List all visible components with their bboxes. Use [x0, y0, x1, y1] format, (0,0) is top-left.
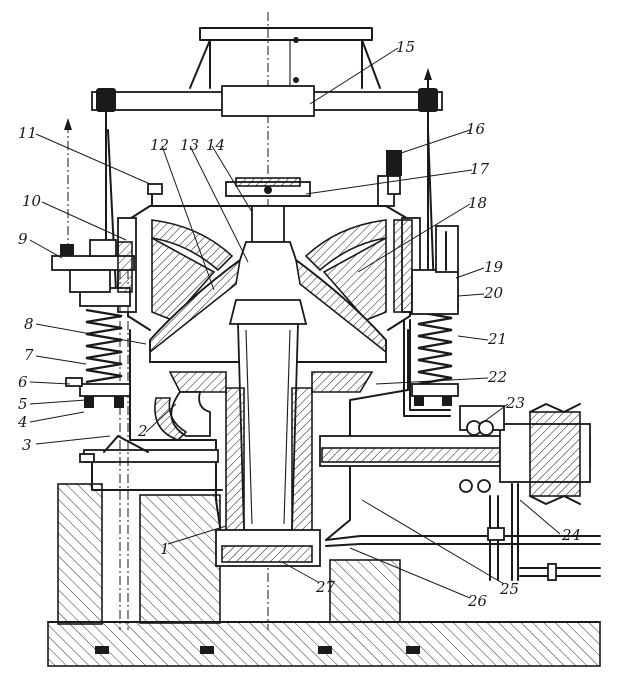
- label-23: 23: [505, 394, 525, 412]
- label-12: 12: [150, 136, 169, 154]
- label-16: 16: [466, 120, 486, 138]
- label-14: 14: [206, 136, 225, 154]
- label-8: 8: [24, 315, 34, 333]
- label-25: 25: [499, 580, 519, 598]
- crushing-cone: [149, 205, 387, 363]
- main-frame: [129, 329, 409, 567]
- top-cross-beam: [91, 85, 443, 271]
- leader-lines: [29, 47, 561, 599]
- label-10: 10: [22, 192, 42, 210]
- label-11: 11: [18, 124, 37, 142]
- foundation: [47, 483, 601, 667]
- feed-plate: [225, 177, 311, 197]
- label-7: 7: [24, 346, 34, 364]
- label-5: 5: [18, 395, 28, 413]
- countershaft-housing: [319, 403, 591, 505]
- label-17: 17: [470, 160, 490, 178]
- label-4: 4: [17, 413, 28, 431]
- label-9: 9: [18, 230, 28, 248]
- label-21: 21: [487, 330, 507, 348]
- base-plate: [79, 270, 223, 630]
- label-26: 26: [467, 592, 488, 610]
- label-13: 13: [180, 136, 199, 154]
- label-1: 1: [160, 540, 170, 558]
- label-3: 3: [22, 436, 32, 454]
- left-spring-assembly: [65, 287, 131, 408]
- main-shaft: [237, 323, 299, 531]
- left-adjusting-mechanism: [51, 239, 135, 293]
- label-27: 27: [315, 578, 336, 596]
- label-22: 22: [487, 368, 507, 386]
- feed-hopper: [189, 27, 381, 89]
- label-18: 18: [468, 194, 487, 212]
- label-15: 15: [396, 38, 415, 56]
- callout-labels: 1 2 3 4 5 6 7 8 9 10 11 12 13 14 15 16 1…: [17, 38, 581, 610]
- label-20: 20: [483, 284, 504, 302]
- right-tie-rod: [424, 68, 435, 291]
- lubrication-pipes: [325, 319, 601, 581]
- bowl-liner: [151, 219, 387, 321]
- eccentric-bushing: [168, 371, 374, 541]
- label-19: 19: [484, 258, 504, 276]
- label-24: 24: [561, 526, 581, 544]
- label-6: 6: [18, 373, 28, 391]
- label-2: 2: [137, 422, 148, 440]
- right-adjusting-mechanism: [386, 150, 459, 315]
